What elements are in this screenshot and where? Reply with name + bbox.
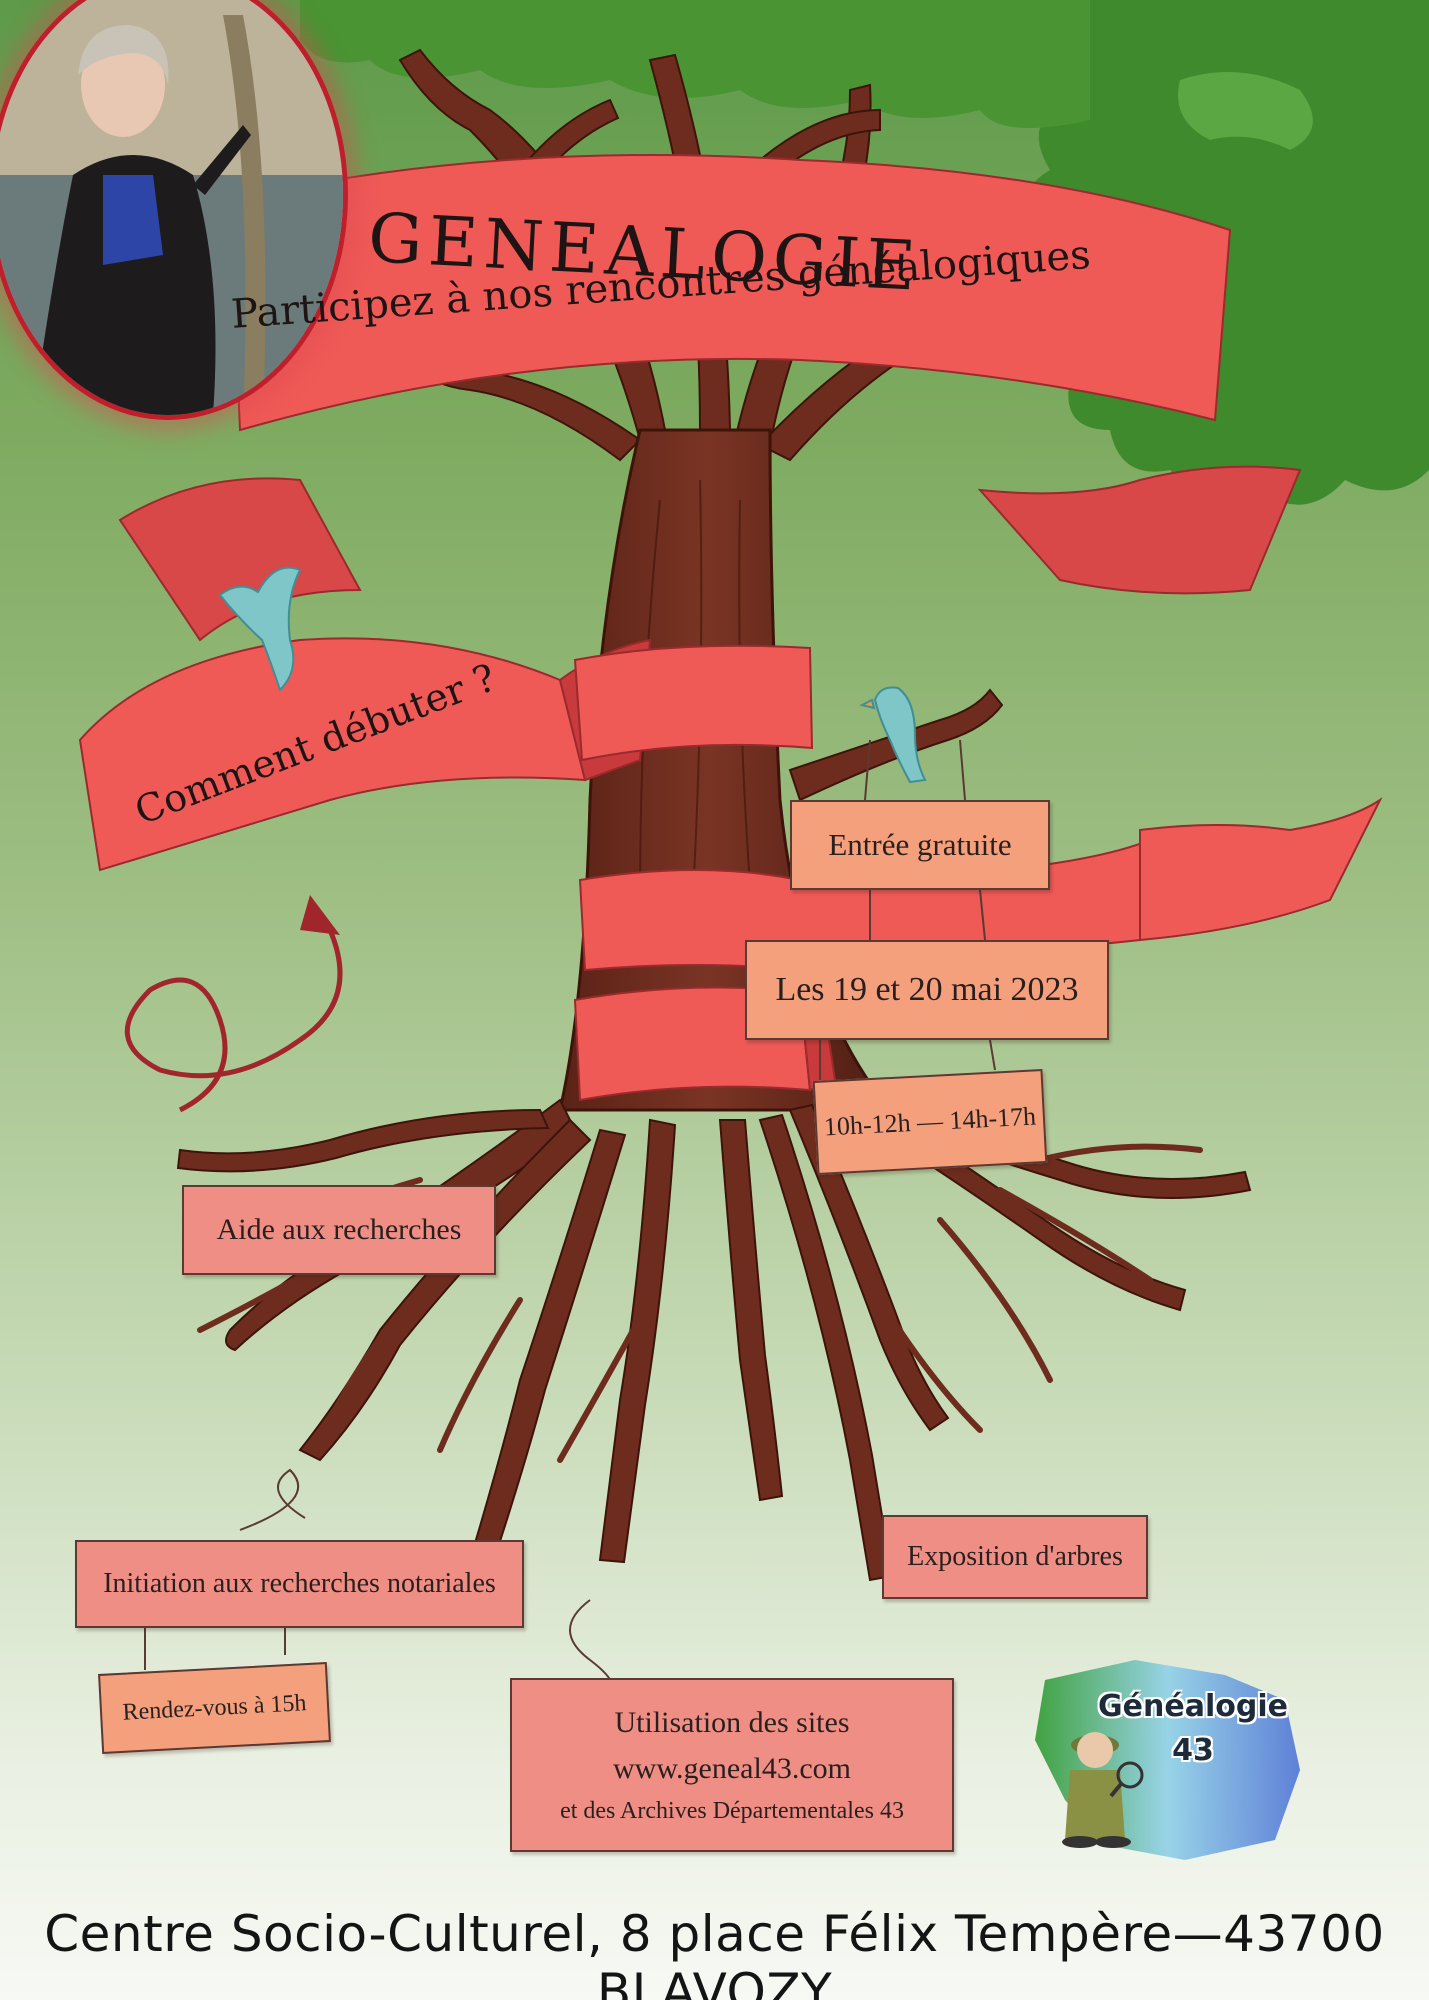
exhibition-label: Exposition d'arbres	[907, 1541, 1123, 1572]
curved-arrow-icon	[124, 929, 343, 1113]
research-help-sign: Aide aux recherches	[182, 1185, 496, 1275]
hours-sign: 10h-12h — 14h-17h	[812, 1069, 1048, 1175]
bird-perched-icon	[859, 686, 927, 784]
hours-label: 10h-12h — 14h-17h	[823, 1101, 1037, 1142]
websites-sign: Utilisation des sites www.geneal43.com e…	[510, 1678, 954, 1852]
notarial-research-sign: Initiation aux recherches notariales	[75, 1540, 524, 1628]
websites-line3: et des Archives Départementales 43	[560, 1797, 904, 1824]
roots	[176, 1083, 1252, 1582]
trunk-band-1	[573, 644, 814, 762]
websites-line1: Utilisation des sites	[614, 1705, 850, 1739]
research-help-label: Aide aux recherches	[216, 1213, 462, 1246]
appointment-sign: Rendez-vous à 15h	[98, 1662, 331, 1754]
dates-label: Les 19 et 20 mai 2023	[775, 971, 1079, 1008]
free-entry-label: Entrée gratuite	[828, 827, 1012, 862]
detective-with-magnifier-icon	[1062, 1732, 1144, 1848]
genealogie-43-logo	[1035, 1660, 1300, 1860]
exhibition-sign: Exposition d'arbres	[882, 1515, 1148, 1599]
bird-flying-icon	[218, 566, 302, 692]
top-ribbon	[228, 154, 1232, 432]
notarial-research-label: Initiation aux recherches notariales	[103, 1568, 496, 1599]
venue-address: Centre Socio-Culturel, 8 place Félix Tem…	[44, 1905, 1385, 2000]
dates-sign: Les 19 et 20 mai 2023	[745, 940, 1109, 1040]
appointment-label: Rendez-vous à 15h	[121, 1689, 307, 1726]
free-entry-sign: Entrée gratuite	[790, 800, 1050, 890]
logo-line2: 43	[1172, 1732, 1214, 1768]
person-illustration	[0, 0, 343, 415]
logo-text: Généalogie 43	[1088, 1685, 1298, 1772]
logo-line1: Généalogie	[1098, 1689, 1288, 1724]
websites-line2: www.geneal43.com	[613, 1751, 851, 1785]
